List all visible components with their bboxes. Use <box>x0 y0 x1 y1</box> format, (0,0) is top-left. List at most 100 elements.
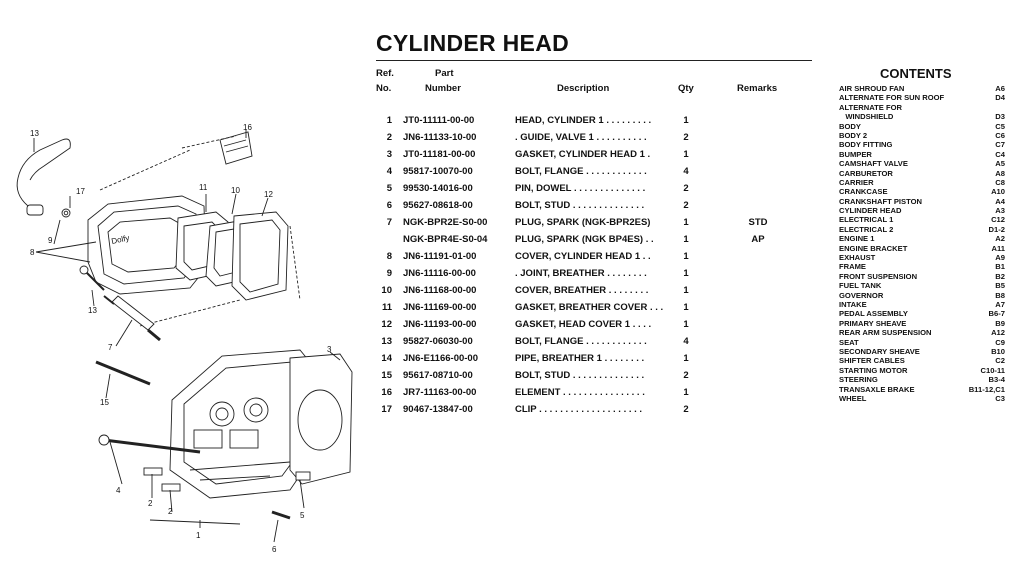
contents-item-label: SHIFTER CABLES <box>839 356 905 366</box>
flange-bolt-upper <box>85 271 105 291</box>
callout-label: 9 <box>48 236 53 245</box>
logo-text: Dolfy <box>111 233 131 246</box>
part-description: BOLT, STUD . . . . . . . . . . . . . . <box>515 200 645 211</box>
contents-item-label: BODY FITTING <box>839 140 893 150</box>
contents-item[interactable]: ALTERNATE FOR WINDSHIELD D3 <box>839 103 1005 122</box>
header-description: Description <box>557 83 610 94</box>
page-title: CYLINDER HEAD <box>376 30 570 56</box>
ref-no: 13 <box>381 336 392 347</box>
part-description: GASKET, HEAD COVER 1 . . . . <box>515 319 652 330</box>
part-qty: 1 <box>683 285 689 296</box>
clip <box>26 204 44 216</box>
ref-no: 11 <box>381 302 392 313</box>
ref-no: 12 <box>381 319 392 330</box>
part-description: . GUIDE, VALVE 1 . . . . . . . . . . <box>515 132 647 143</box>
contents-item-label: INTAKE <box>839 300 867 309</box>
part-number: JR7-11163-00-00 <box>403 387 477 398</box>
part-description: GASKET, BREATHER COVER . . . <box>515 302 664 313</box>
contents-item-label: ALTERNATE FOR WINDSHIELD <box>839 102 902 122</box>
part-description: CLIP . . . . . . . . . . . . . . . . . .… <box>515 404 643 415</box>
contents-item[interactable]: CARRIER C8 <box>839 178 1005 187</box>
part-number: JN6-E1166-00-00 <box>403 353 478 364</box>
ref-no: 16 <box>381 387 392 398</box>
contents-item-label: STEERING <box>839 375 878 385</box>
title-rule <box>376 60 812 61</box>
part-number: 95817-10070-00 <box>403 166 473 177</box>
ref-no: 4 <box>386 166 392 177</box>
contents-item-page: B10 <box>991 346 1005 356</box>
part-qty: 1 <box>683 319 689 330</box>
contents-item-label: PEDAL ASSEMBLY <box>839 309 908 319</box>
part-qty: 2 <box>683 370 689 381</box>
contents-item-label: STARTING MOTOR <box>839 365 908 375</box>
part-number: JN6-11116-00-00 <box>403 268 476 279</box>
contents-item-page: B3-4 <box>988 375 1005 385</box>
part-number: 90467-13847-00 <box>403 404 473 415</box>
part-number: 95827-06030-00 <box>403 336 473 347</box>
part-qty: 1 <box>683 115 689 126</box>
contents-item-page: A9 <box>995 253 1005 263</box>
ref-no: 10 <box>381 285 392 296</box>
ref-no: 6 <box>386 200 392 211</box>
callout-label: 12 <box>264 190 273 199</box>
contents-item-label: CARRIER <box>839 177 874 187</box>
contents-item[interactable]: STEERING B3-4 <box>839 375 1005 384</box>
contents-title: CONTENTS <box>880 66 952 81</box>
callout-label: 6 <box>272 545 277 554</box>
part-description: HEAD, CYLINDER 1 . . . . . . . . . <box>515 115 652 126</box>
contents-item-label: CARBURETOR <box>839 168 893 178</box>
contents-item-page: C8 <box>995 177 1005 187</box>
callout-label: 8 <box>30 248 35 257</box>
contents-item-page: C7 <box>995 140 1005 150</box>
part-qty: 1 <box>683 387 689 398</box>
header-ref: Ref. <box>376 68 394 79</box>
part-description: PIPE, BREATHER 1 . . . . . . . . <box>515 353 645 364</box>
ref-no: 3 <box>386 149 392 160</box>
contents-item-page: C5 <box>995 121 1005 131</box>
contents-item[interactable]: BODY FITTING C7 <box>839 140 1005 149</box>
contents-item-page: D3 <box>995 112 1005 122</box>
part-number: JN6-11191-01-00 <box>403 251 477 262</box>
callout-label: 13 <box>88 306 97 315</box>
contents-item-page: B5 <box>995 281 1005 291</box>
